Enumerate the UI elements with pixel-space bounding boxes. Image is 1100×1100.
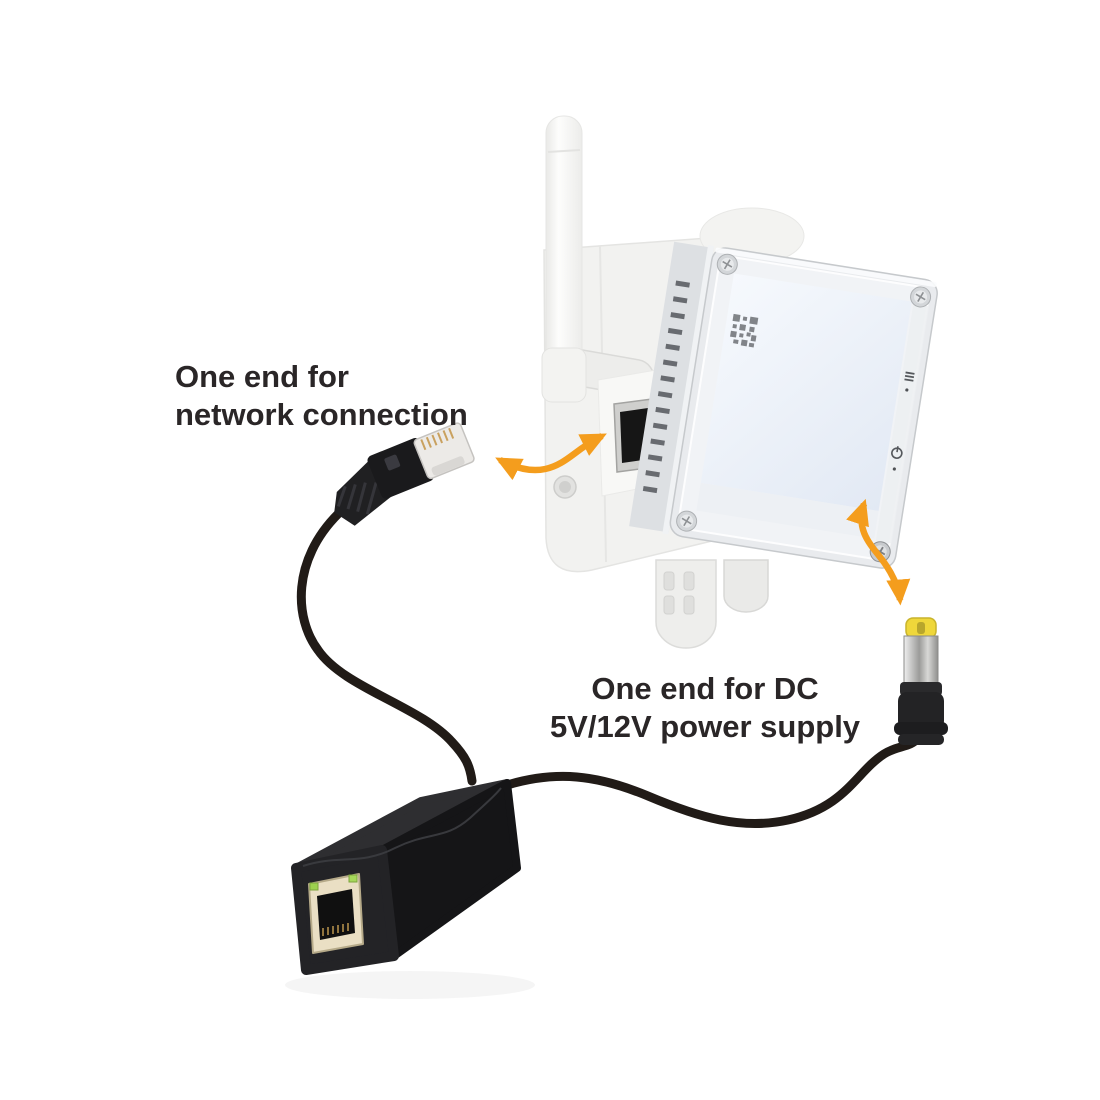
qr-code <box>730 313 759 348</box>
power-arrow-icon <box>846 498 911 606</box>
poe-splitter <box>285 779 535 999</box>
dc-plug <box>894 617 948 745</box>
power-label-line2: 5V/12V power supply <box>549 709 861 744</box>
power-cable <box>493 733 923 829</box>
network-cable <box>296 509 477 786</box>
device-screen <box>700 273 912 512</box>
antenna <box>541 115 587 403</box>
network-connection-label: One end for network connection <box>175 358 468 434</box>
sensor-probe <box>655 559 717 649</box>
network-label-line2: network connection <box>175 397 468 432</box>
sensor-device-enclosure <box>629 241 938 569</box>
power-icon <box>891 446 903 459</box>
splitter-rj45-jack <box>308 873 364 954</box>
menu-icon <box>904 371 915 382</box>
network-arrow-icon <box>495 433 607 481</box>
dc-plug-barrel <box>903 635 939 685</box>
led-indicator <box>348 874 358 883</box>
led-indicator <box>309 882 319 891</box>
rj45-plug <box>334 422 475 526</box>
hinge-latch-strip <box>642 280 690 494</box>
power-supply-label: One end for DC 5V/12V power supply <box>505 670 905 746</box>
network-label-line1: One end for <box>175 359 349 394</box>
cable-gland <box>723 559 769 613</box>
power-label-line1: One end for DC <box>591 671 819 706</box>
